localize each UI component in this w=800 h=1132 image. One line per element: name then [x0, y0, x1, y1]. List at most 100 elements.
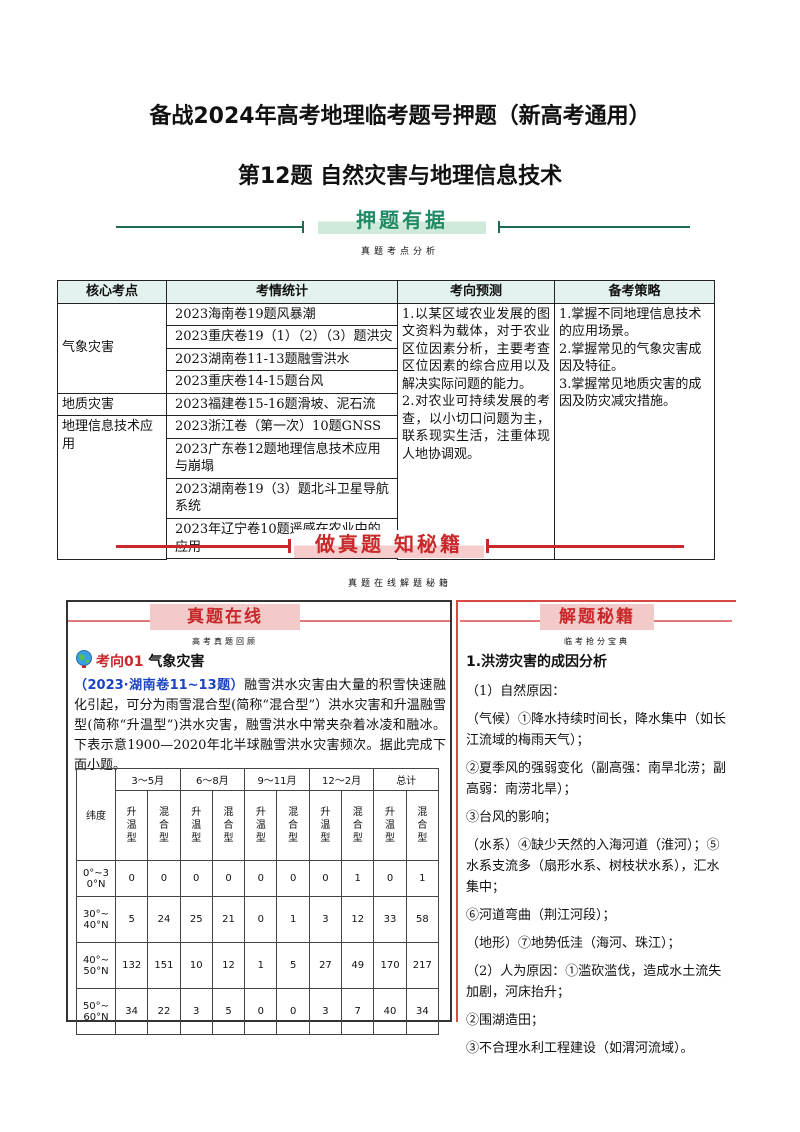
- value-cell: 0: [308, 860, 343, 897]
- panel-subtitle: 临考抢分宝典: [564, 637, 630, 646]
- type-header: 升温型: [114, 790, 149, 861]
- value-cell: 24: [147, 896, 181, 943]
- value-cell: 0: [211, 860, 246, 897]
- question-intro: （2023·湖南卷11~13题）融雪洪水灾害由大量的积雪快速融化引起，可分为雨雪…: [74, 676, 446, 776]
- value-cell: 49: [341, 942, 375, 989]
- value-cell: 58: [405, 896, 440, 943]
- season-header: 6～8月: [179, 768, 246, 791]
- topic-cell: 气象灾害: [57, 302, 167, 394]
- banner-tick: [302, 221, 304, 233]
- latitude-cell: 30°~40°N: [76, 896, 116, 943]
- type-header: 混合型: [211, 790, 246, 861]
- section-banner-evidence: 押题有据: [318, 206, 486, 234]
- forecast-text: 1.以某区域农业发展的图文资料为载体，对于农业区位因素分析，主要考查区位因素的综…: [402, 306, 550, 462]
- value-cell: 34: [114, 988, 149, 1035]
- stat-cell: 2023湖南卷11-13题融雪洪水: [166, 347, 398, 372]
- tips-line: ②夏季风的强弱变化（副高强：南旱北涝；副高弱：南涝北旱）；: [466, 761, 727, 797]
- value-cell: 34: [405, 988, 440, 1035]
- question-stem: 融雪洪水灾害由大量的积雪快速融化引起，可分为雨雪混合型(简称“混合型”）洪水灾害…: [74, 678, 446, 773]
- question-source: （2023·湖南卷11~13题）: [74, 678, 245, 693]
- column-header: 考情统计: [166, 280, 398, 304]
- value-cell: 0: [244, 988, 278, 1035]
- value-cell: 1: [405, 860, 440, 897]
- type-header: 升温型: [373, 790, 407, 861]
- value-cell: 22: [147, 988, 181, 1035]
- banner-line-right: [488, 545, 684, 548]
- tips-line: （2）人为原因：①滥砍滥伐，造成水土流失加剧，河床抬升；: [466, 964, 722, 1000]
- value-cell: 10: [179, 942, 213, 989]
- value-cell: 12: [341, 896, 375, 943]
- value-cell: 7: [341, 988, 375, 1035]
- value-cell: 3: [179, 988, 213, 1035]
- banner-line-right: [500, 226, 690, 228]
- value-cell: 40: [373, 988, 407, 1035]
- value-cell: 0: [244, 860, 278, 897]
- forecast-cell: 1.以某区域农业发展的图文资料为载体，对于农业区位因素分析，主要考查区位因素的综…: [397, 302, 555, 560]
- banner-tick: [288, 539, 291, 553]
- panel-title-tips: 解题秘籍: [540, 604, 654, 630]
- section-banner-practice: 做真题 知秘籍: [294, 530, 484, 558]
- strategy-text: 1.掌握不同地理信息技术的应用场景。 2.掌握常见的气象灾害成因及特征。 3.掌…: [559, 306, 702, 410]
- type-header: 升温型: [244, 790, 278, 861]
- season-header: 3～5月: [115, 768, 181, 791]
- value-cell: 33: [373, 896, 407, 943]
- section-banner-subtitle: 真题考点分析: [360, 247, 439, 257]
- latitude-cell: 40°~50°N: [76, 942, 116, 989]
- value-cell: 25: [179, 896, 213, 943]
- tips-line: （地形）⑦地势低洼（海河、珠江）；: [466, 936, 681, 951]
- stat-cell: 2023福建卷15-16题滑坡、泥石流: [166, 392, 398, 417]
- topic-cell: 地质灾害: [57, 392, 167, 417]
- exam-analysis-table: 核心考点 考情统计 考向预测 备考策略 气象灾害 2023海南卷19题风暴潮 1…: [57, 280, 715, 560]
- value-cell: 3: [308, 988, 343, 1035]
- snowmelt-flood-table: 纬度 3～5月 6～8月 9～11月 12～2月 总计 升温型混合型升温型混合型…: [76, 768, 440, 1035]
- type-header: 升温型: [179, 790, 213, 861]
- tips-line: ②围湖造田；: [466, 1013, 545, 1028]
- latitude-cell: 50°~60°N: [76, 988, 116, 1035]
- value-cell: 0: [276, 860, 310, 897]
- type-header: 混合型: [405, 790, 440, 861]
- panel-title-real-exam: 真题在线: [150, 604, 300, 630]
- type-header: 混合型: [147, 790, 181, 861]
- tips-content: 1.洪涝灾害的成因分析 （1）自然原因： （气候）①降水持续时间长，降水集中（如长…: [466, 652, 728, 1066]
- value-cell: 217: [405, 942, 440, 989]
- stat-cell: 2023广东卷12题地理信息技术应用与崩塌: [166, 437, 398, 479]
- value-cell: 1: [276, 896, 310, 943]
- type-header: 混合型: [341, 790, 375, 861]
- tips-heading: 1.洪涝灾害的成因分析: [466, 654, 608, 670]
- stat-cell: 2023重庆卷14-15题台风: [166, 370, 398, 394]
- banner-tick: [486, 539, 489, 553]
- latitude-header: 纬度: [76, 768, 116, 861]
- value-cell: 132: [114, 942, 149, 989]
- value-cell: 5: [276, 942, 310, 989]
- strategy-cell: 1.掌握不同地理信息技术的应用场景。 2.掌握常见的气象灾害成因及特征。 3.掌…: [554, 302, 715, 560]
- value-cell: 0: [147, 860, 181, 897]
- value-cell: 0: [179, 860, 213, 897]
- type-header-row: 升温型混合型升温型混合型升温型混合型升温型混合型升温型混合型: [77, 790, 440, 861]
- value-cell: 170: [373, 942, 407, 989]
- value-cell: 27: [308, 942, 343, 989]
- value-cell: 0: [114, 860, 149, 897]
- section-prefix: 考向01: [96, 654, 144, 670]
- stat-cell: 2023重庆卷19（1）（2）（3）题洪灾: [166, 325, 398, 349]
- banner-tick: [498, 221, 500, 233]
- value-cell: 0: [244, 896, 278, 943]
- column-header: 备考策略: [554, 280, 715, 304]
- tips-line: （1）自然原因：: [466, 684, 566, 699]
- section-name: 气象灾害: [148, 654, 205, 670]
- document-title: 备战2024年高考地理临考题号押题（新高考通用）: [149, 104, 651, 129]
- tips-line: （气候）①降水持续时间长，降水集中（如长江流域的梅雨天气）；: [466, 712, 727, 748]
- tips-line: ⑥河道弯曲（荆江河段）；: [466, 908, 616, 923]
- topic-cell: 地理信息技术应用: [57, 415, 167, 560]
- value-cell: 1: [244, 942, 278, 989]
- tips-line: ③台风的影响；: [466, 810, 558, 825]
- column-header: 核心考点: [57, 280, 167, 304]
- value-cell: 3: [308, 896, 343, 943]
- stat-cell: 2023海南卷19题风暴潮: [166, 302, 398, 327]
- tips-line: （水系）④缺少天然的入海河道（淮河）；⑤水系支流多（扇形水系、树枝状水系），汇水…: [466, 838, 720, 895]
- value-cell: 12: [211, 942, 246, 989]
- banner-line-left: [116, 226, 304, 228]
